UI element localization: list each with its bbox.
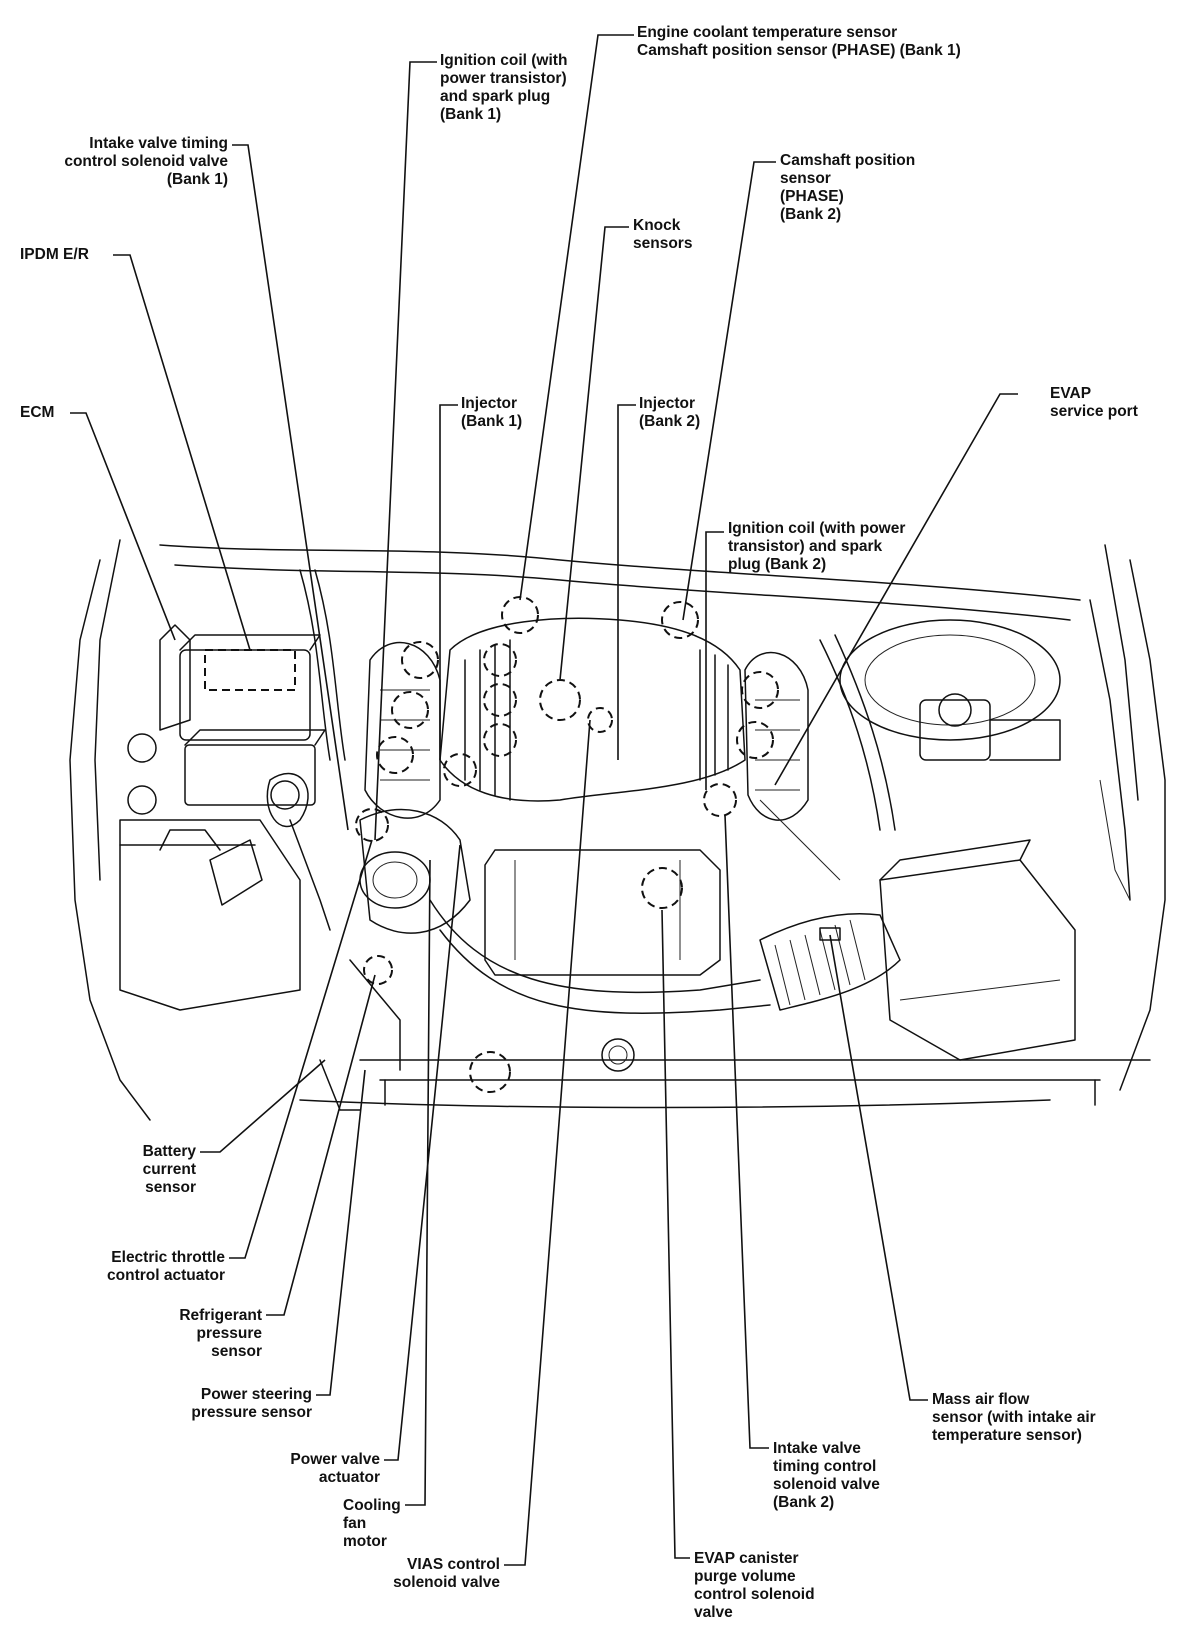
label-injector-bank2: Injector (Bank 2) — [639, 395, 701, 430]
label-camshaft-position-sensor-bank2: Camshaft position sensor (PHASE) (Bank 2… — [780, 152, 916, 223]
ivt2-marker — [703, 783, 737, 817]
leader-lines — [70, 34, 1018, 1566]
label-ignition-coil-bank1: Ignition coil (with power transistor) an… — [440, 52, 568, 123]
ipdm-marker — [204, 649, 296, 691]
label-cooling-fan-motor: Cooling fan motor — [343, 1497, 401, 1550]
label-ipdm-er: IPDM E/R — [20, 246, 89, 263]
label-ignition-coil-bank2: Ignition coil (with power transistor) an… — [728, 520, 906, 573]
engine-bay-outline — [69, 539, 1166, 1121]
label-engine-coolant-temp-sensor: Engine coolant temperature sensor Camsha… — [637, 24, 961, 59]
label-ecm: ECM — [20, 404, 55, 421]
label-battery-current-sensor: Battery current sensor — [142, 1143, 196, 1196]
label-mass-air-flow-sensor: Mass air flow sensor (with intake air te… — [932, 1391, 1096, 1444]
label-intake-valve-timing-bank1: Intake valve timing control solenoid val… — [64, 135, 228, 188]
label-electric-throttle-control-actuator: Electric throttle control actuator — [107, 1249, 225, 1284]
label-knock-sensors: Knock sensors — [633, 217, 693, 252]
component-location-markers — [204, 596, 841, 1093]
label-power-valve-actuator: Power valve actuator — [290, 1451, 380, 1486]
vias-marker — [469, 1051, 511, 1093]
label-intake-valve-timing-bank2: Intake valve timing control solenoid val… — [773, 1440, 880, 1511]
cmp2-marker — [661, 601, 699, 639]
engine-block — [299, 569, 1076, 1111]
label-power-steering-pressure-sensor: Power steering pressure sensor — [191, 1386, 312, 1421]
ipdm-ecm-battery-area — [119, 624, 331, 1011]
maf-sensor-marker — [819, 927, 841, 941]
label-evap-canister-purge-valve: EVAP canister purge volume control solen… — [694, 1550, 815, 1621]
label-vias-control-solenoid-valve: VIAS control solenoid valve — [393, 1556, 500, 1591]
throttle-marker — [355, 808, 389, 842]
label-evap-service-port: EVAP service port — [1050, 385, 1138, 420]
evap-purge-marker — [641, 867, 683, 909]
knock-sensor-marker — [539, 679, 581, 721]
label-refrigerant-pressure-sensor: Refrigerant pressure sensor — [179, 1307, 262, 1360]
label-injector-bank1: Injector (Bank 1) — [461, 395, 523, 430]
refrigerant-marker — [363, 955, 393, 985]
ect-sensor-marker — [501, 596, 539, 634]
